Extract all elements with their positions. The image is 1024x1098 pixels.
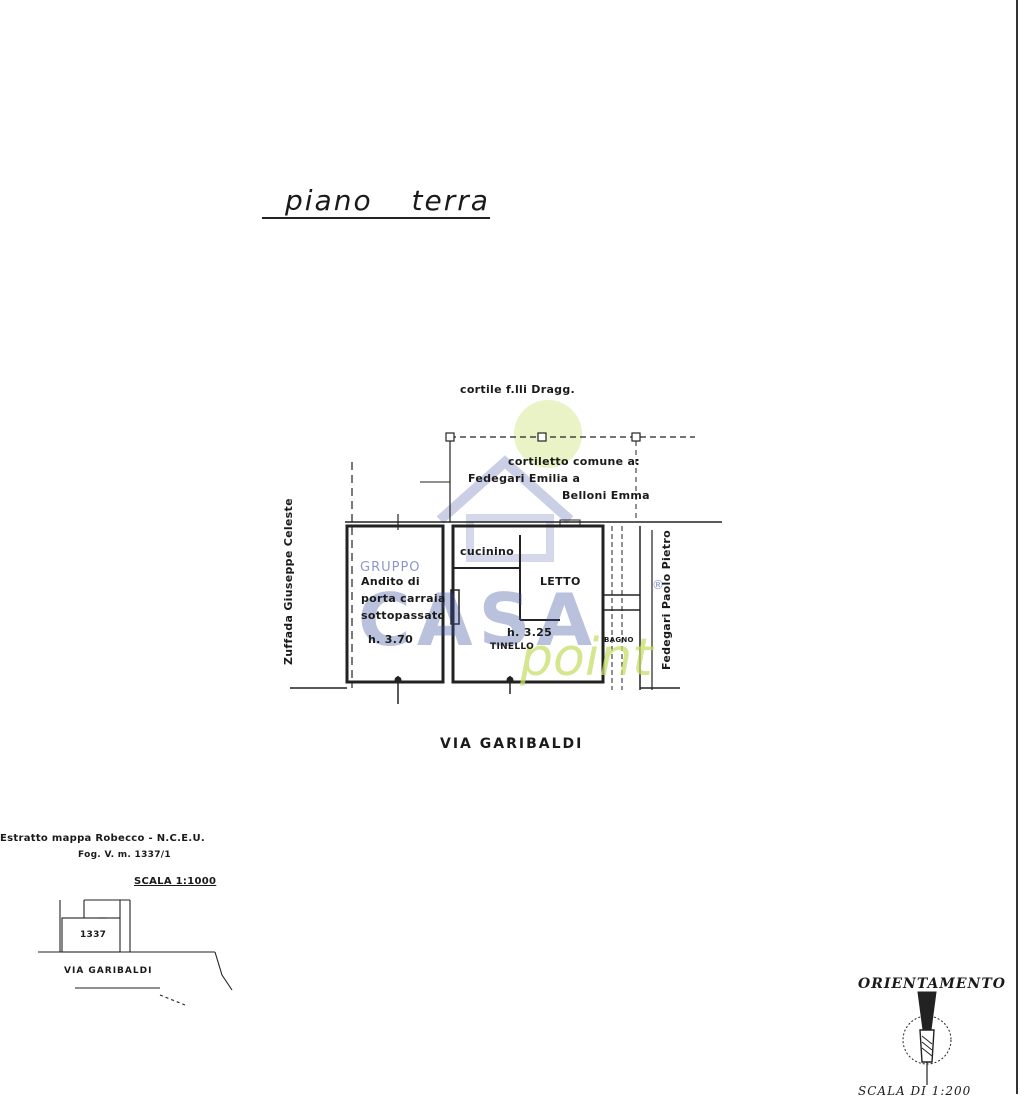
watermark-sub-text: point [520,628,653,688]
watermark-house-icon [436,455,574,524]
map-extract-parcel: 1337 [80,930,107,940]
map-extract-line-2: Fog. V. m. 1337/1 [78,850,171,860]
street-label: VIA GARIBALDI [440,736,584,752]
left-neighbor-label: Zuffada Giuseppe Celeste [282,498,295,665]
map-extract-scale: SCALA 1:1000 [134,876,217,887]
title-underline [262,217,490,219]
watermark-green-dot [514,400,582,468]
room-living-height: h. 3.25 [507,626,553,639]
plan-title: piano terra [285,184,490,217]
watermark-brand-text: CASA [358,578,599,662]
courtyard-top-label: cortile f.lli Dragg. [460,383,576,396]
right-neighbor-label: Fedegari Paolo Pietro [660,530,673,670]
room-bath-label: BAGNO [604,636,634,644]
room-living-label: TINELLO [490,642,535,652]
map-extract-line-1: Estratto mappa Robecco - N.C.E.U. [0,833,205,844]
map-extract-street: VIA GARIBALDI [64,966,153,976]
watermark-registered-mark: ® [652,578,664,592]
orientation-scale: SCALA DI 1:200 [858,1084,972,1098]
room-kitchen-label: cucinino [460,545,515,558]
casa-point-watermark [436,400,582,562]
orientation-compass [902,991,952,1085]
map-extract-drawing [38,899,233,1006]
room-bed-label: LETTO [540,575,581,588]
room-passage-label-3: sottopassato [361,609,446,622]
room-passage-height: h. 3.70 [368,633,414,646]
orientation-title: ORIENTAMENTO [858,976,1006,992]
building-walls [290,514,722,704]
common-yard-label-2: Fedegari Emilia a [468,472,581,485]
watermark-group-text: GRUPPO [360,560,421,575]
courtyard-outline [420,432,695,522]
common-yard-label-1: cortiletto comune a: [508,455,640,468]
room-passage-label-1: Andito di [361,575,420,588]
room-passage-label-2: porta carraia [361,592,446,605]
watermark-house-body [466,514,554,562]
page-border [1016,0,1018,1094]
common-yard-label-3: Belloni Emma [562,489,650,502]
